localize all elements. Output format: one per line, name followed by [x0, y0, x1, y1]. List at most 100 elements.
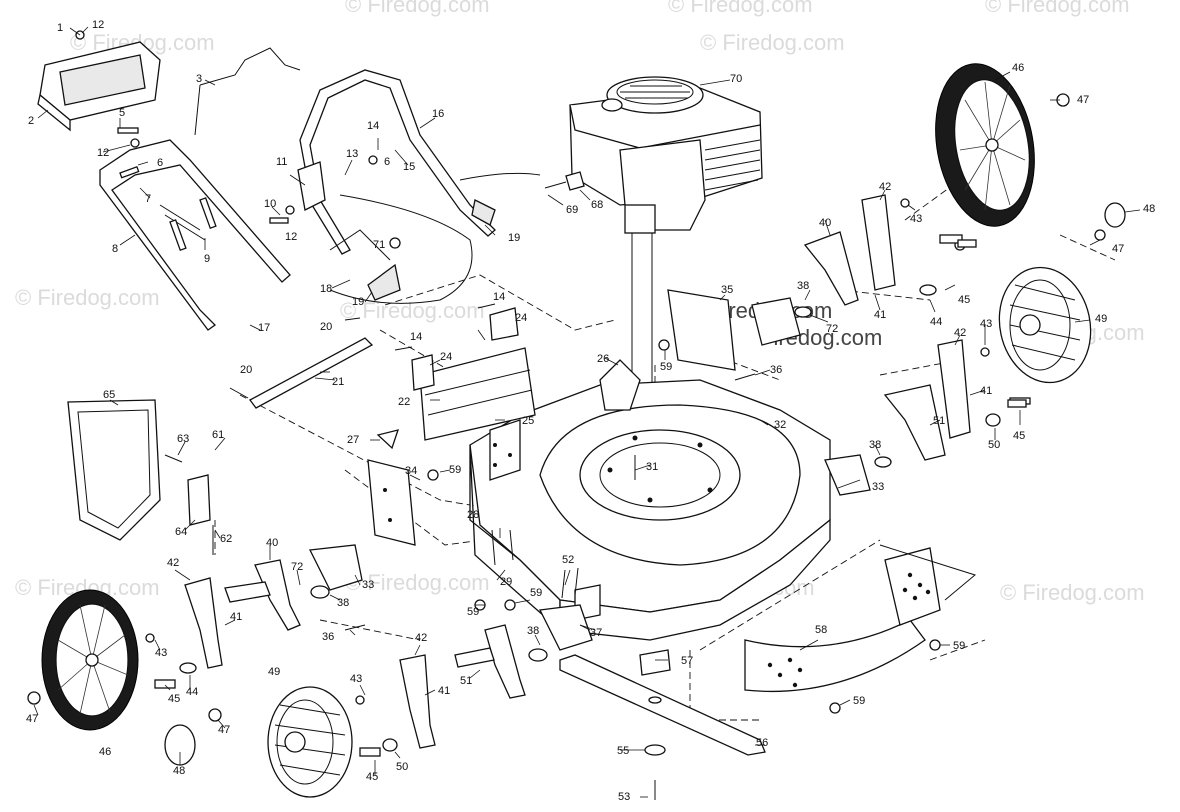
watermark: © Firedog.com — [345, 570, 490, 595]
part-label: 20 — [320, 321, 332, 333]
part-label: 19 — [508, 232, 520, 244]
part-label: 61 — [212, 429, 224, 441]
part-label: 59 — [853, 695, 865, 707]
part-label: 52 — [562, 554, 574, 566]
part-label: 40 — [819, 217, 831, 229]
part-label: 65 — [103, 389, 115, 401]
chute-guard — [67, 399, 214, 555]
blade-and-baffles — [559, 544, 977, 800]
part-label: 17 — [258, 322, 270, 334]
part-label: 8 — [112, 243, 118, 255]
part-label: 10 — [264, 198, 276, 210]
part-label: 14 — [367, 120, 379, 132]
part-label: 19 — [352, 296, 364, 308]
wheel-rear-right — [935, 63, 1035, 227]
wheel-rear-left — [41, 589, 139, 731]
part-label: 21 — [332, 376, 344, 388]
part-label: 25 — [522, 415, 534, 427]
left-height-adjusters — [184, 459, 593, 749]
part-label: 59 — [530, 587, 542, 599]
part-label: 28 — [467, 509, 479, 521]
part-label: 49 — [1095, 313, 1107, 325]
part-label: 47 — [1112, 243, 1124, 255]
part-label: 71 — [373, 239, 385, 251]
part-label: 63 — [177, 433, 189, 445]
part-label: 64 — [175, 526, 187, 538]
part-label: 35 — [721, 284, 733, 296]
part-label: 32 — [774, 419, 786, 431]
part-label: 46 — [99, 746, 111, 758]
part-label: 15 — [403, 161, 415, 173]
part-label: 38 — [337, 597, 349, 609]
part-label: 48 — [1143, 203, 1155, 215]
part-label: 45 — [958, 294, 970, 306]
part-label: 50 — [396, 761, 408, 773]
part-label: 51 — [460, 675, 472, 687]
part-label: 70 — [730, 73, 742, 85]
part-label: 48 — [173, 765, 185, 777]
part-label: 41 — [230, 611, 242, 623]
part-label: 43 — [155, 647, 167, 659]
part-label: 45 — [1013, 430, 1025, 442]
part-label: 44 — [930, 316, 942, 328]
part-label: 59 — [467, 606, 479, 618]
part-label: 13 — [346, 148, 358, 160]
part-label: 41 — [980, 385, 992, 397]
part-label: 9 — [204, 253, 210, 265]
part-label: 12 — [97, 147, 109, 159]
part-label: 12 — [285, 231, 297, 243]
part-label: 29 — [500, 576, 512, 588]
part-label: 26 — [597, 353, 609, 365]
part-label: 47 — [1077, 94, 1089, 106]
part-label: 59 — [953, 640, 965, 652]
right-height-adjusters — [667, 194, 1031, 496]
part-label: 46 — [1012, 62, 1024, 74]
part-label: 56 — [756, 737, 768, 749]
part-label: 7 — [145, 193, 151, 205]
part-label: 53 — [618, 791, 630, 803]
part-label: 22 — [398, 396, 410, 408]
part-label: 3 — [196, 73, 202, 85]
hub-cap — [1104, 202, 1126, 228]
part-label: 41 — [874, 309, 886, 321]
part-label: 43 — [350, 673, 362, 685]
part-label: 50 — [988, 439, 1000, 451]
part-label: 44 — [186, 686, 198, 698]
part-label: 68 — [591, 199, 603, 211]
part-label: 51 — [933, 415, 945, 427]
watermark: © Firedog.com — [345, 0, 490, 17]
part-label: 36 — [322, 631, 334, 643]
hardware — [27, 93, 1106, 757]
part-label: 38 — [869, 439, 881, 451]
part-label: 49 — [268, 666, 280, 678]
part-label: 5 — [119, 107, 125, 119]
part-label: 72 — [291, 561, 303, 573]
wheel-front-left — [267, 686, 353, 798]
leader-lines — [33, 26, 1141, 798]
part-label: 31 — [646, 461, 658, 473]
part-label: 45 — [168, 693, 180, 705]
part-label: 47 — [26, 713, 38, 725]
handle-assembly — [37, 30, 541, 331]
part-label: 2 — [28, 115, 34, 127]
part-label: 69 — [566, 204, 578, 216]
part-label: 27 — [347, 434, 359, 446]
part-label: 6 — [384, 156, 390, 168]
mower-deck — [469, 359, 831, 641]
wheel-front-right — [998, 266, 1092, 384]
part-label: 18 — [320, 283, 332, 295]
part-label: 55 — [617, 745, 629, 757]
part-label: 34 — [405, 465, 417, 477]
part-label: 14 — [493, 291, 505, 303]
watermark: © Firedog.com — [15, 285, 160, 310]
part-label: 36 — [770, 364, 782, 376]
part-label: 38 — [527, 625, 539, 637]
part-label: 72 — [826, 323, 838, 335]
part-label: 42 — [415, 632, 427, 644]
part-label: 57 — [681, 655, 693, 667]
part-labels: 1 12 3 2 5 12 6 7 8 9 10 12 11 13 6 14 1… — [26, 19, 1155, 803]
part-label: 40 — [266, 537, 278, 549]
part-label: 59 — [449, 464, 461, 476]
watermark: © Firedog.com — [700, 30, 845, 55]
part-label: 14 — [410, 331, 422, 343]
